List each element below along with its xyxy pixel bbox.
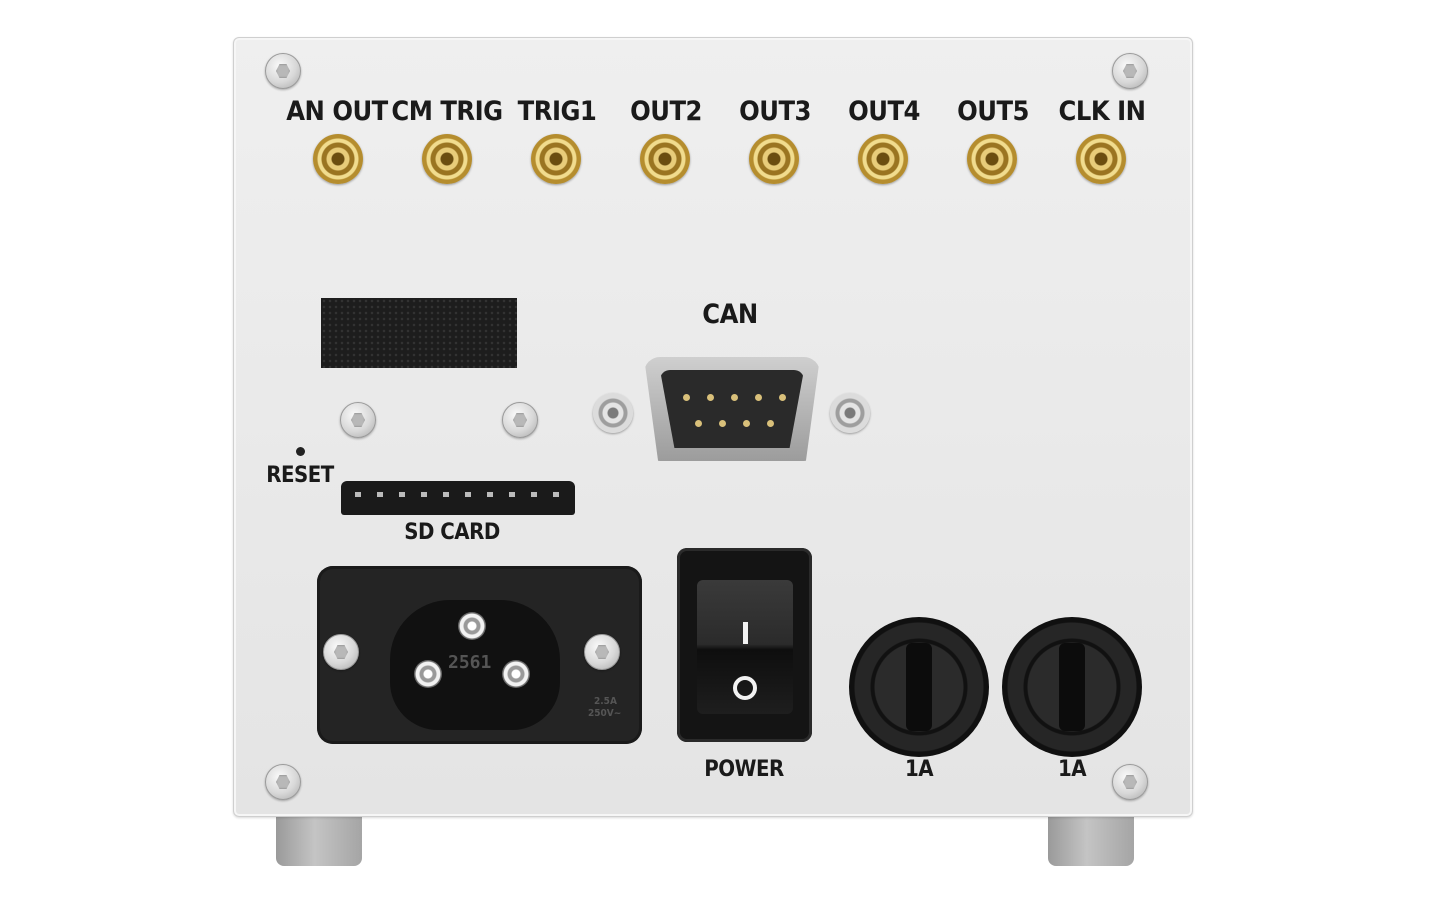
trig1-sma-connector[interactable] xyxy=(531,134,581,184)
reset-label: RESET xyxy=(266,463,334,488)
left-foot xyxy=(276,814,362,866)
can-pin xyxy=(695,420,702,427)
out5-label: OUT5 xyxy=(957,96,1029,127)
out4-label: OUT4 xyxy=(848,96,920,127)
corner-screw-bottom-left xyxy=(265,764,301,800)
out2-sma-connector[interactable] xyxy=(640,134,690,184)
sd-mount-screw-left xyxy=(340,402,376,438)
can-pin xyxy=(719,420,726,427)
an-out-label: AN OUT xyxy=(286,96,388,127)
power-on-symbol-icon xyxy=(743,622,748,644)
inlet-screw-right xyxy=(584,634,620,670)
clk-in-label: CLK IN xyxy=(1058,96,1146,127)
reset-button-hole[interactable] xyxy=(296,447,305,456)
can-pin xyxy=(779,394,786,401)
can-pin xyxy=(767,420,774,427)
can-label: CAN xyxy=(702,299,758,330)
an-out-sma-connector[interactable] xyxy=(313,134,363,184)
can-pin xyxy=(731,394,738,401)
out5-sma-connector[interactable] xyxy=(967,134,1017,184)
inlet-model-number: 2561 xyxy=(448,652,492,673)
inlet-rating-voltage: 250V~ xyxy=(588,708,622,719)
can-pin xyxy=(743,420,750,427)
inlet-pin-earth xyxy=(458,612,486,640)
can-pin xyxy=(707,394,714,401)
inlet-rating-current: 2.5A xyxy=(594,696,617,707)
sd-card-label: SD CARD xyxy=(404,520,500,545)
corner-screw-bottom-right xyxy=(1112,764,1148,800)
fuse-2-rating-label: 1A xyxy=(1057,757,1087,782)
corner-screw-top-left xyxy=(265,53,301,89)
can-standoff-right xyxy=(830,393,870,433)
label-plate xyxy=(321,298,517,368)
can-pin xyxy=(683,394,690,401)
out2-label: OUT2 xyxy=(630,96,702,127)
inlet-pin-left xyxy=(414,660,442,688)
power-off-symbol-icon xyxy=(733,676,757,700)
can-pin xyxy=(755,394,762,401)
fuse-holder-1[interactable] xyxy=(849,617,989,757)
trig1-label: TRIG1 xyxy=(517,96,597,127)
sd-mount-screw-right xyxy=(502,402,538,438)
clk-in-sma-connector[interactable] xyxy=(1076,134,1126,184)
out3-sma-connector[interactable] xyxy=(749,134,799,184)
out3-label: OUT3 xyxy=(739,96,811,127)
cm-trig-label: CM TRIG xyxy=(391,96,503,127)
right-foot xyxy=(1048,814,1134,866)
sd-card-slot[interactable] xyxy=(341,481,575,515)
inlet-pin-right xyxy=(502,660,530,688)
can-standoff-left xyxy=(593,393,633,433)
out4-sma-connector[interactable] xyxy=(858,134,908,184)
cm-trig-sma-connector[interactable] xyxy=(422,134,472,184)
corner-screw-top-right xyxy=(1112,53,1148,89)
can-dsub-connector[interactable] xyxy=(660,370,804,448)
fuse-1-rating-label: 1A xyxy=(904,757,934,782)
fuse-holder-2[interactable] xyxy=(1002,617,1142,757)
power-label: POWER xyxy=(704,757,784,782)
inlet-screw-left xyxy=(323,634,359,670)
